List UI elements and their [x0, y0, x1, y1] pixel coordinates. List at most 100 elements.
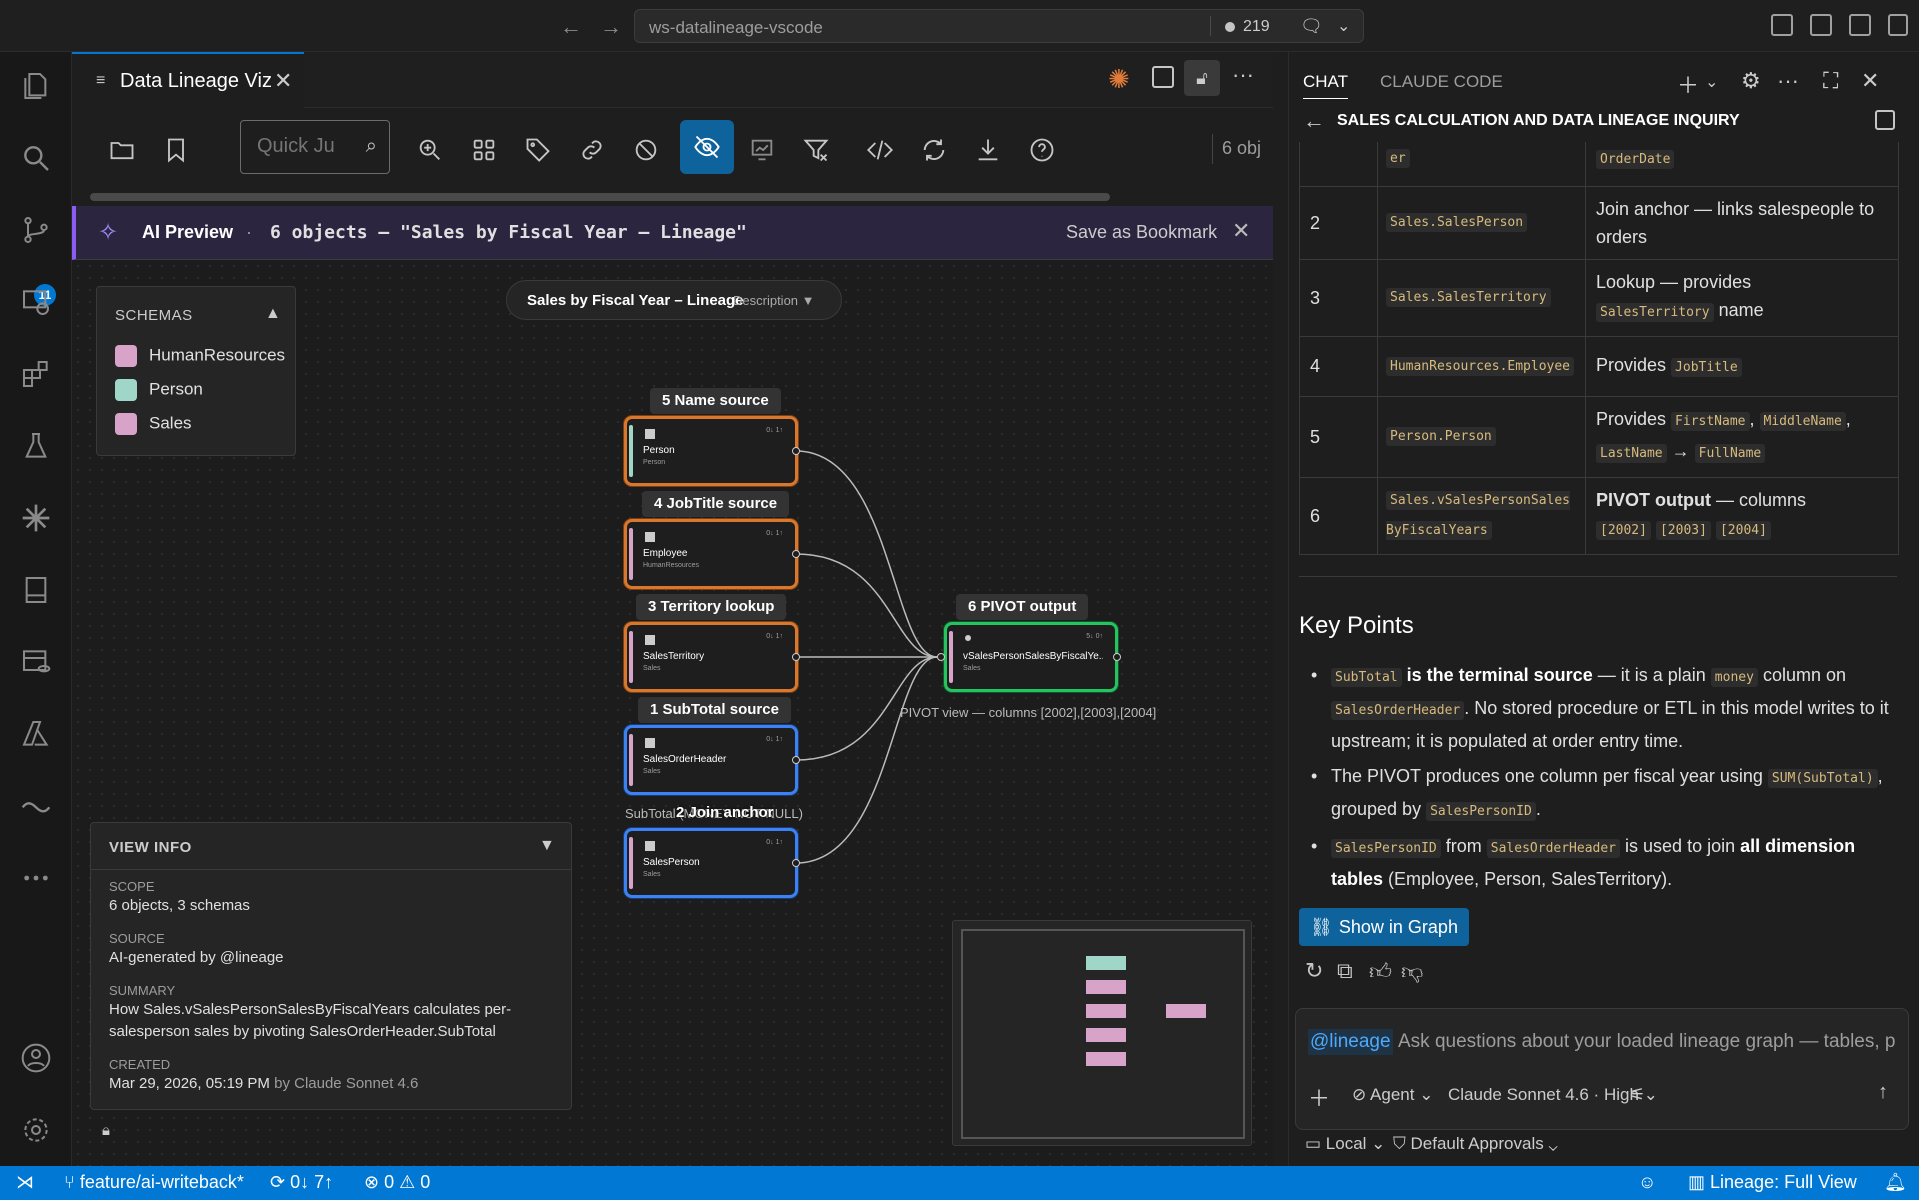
- files-icon[interactable]: [20, 70, 52, 102]
- text: from: [1446, 836, 1482, 856]
- output-port[interactable]: [792, 447, 800, 455]
- more-actions-icon[interactable]: ···: [1777, 68, 1799, 94]
- lock-icon[interactable]: 🔓︎: [1184, 60, 1220, 96]
- toggle-sidebar-icon[interactable]: [1875, 110, 1895, 130]
- model-picker[interactable]: Claude Sonnet 4.6 · High ⌄: [1448, 1085, 1658, 1105]
- download-icon[interactable]: [968, 130, 1008, 170]
- minimap[interactable]: [952, 920, 1252, 1146]
- node-salesterritory[interactable]: SalesTerritory Sales 0↓ 1↑: [624, 622, 798, 692]
- problems-indicator[interactable]: ⊗ 0 ⚠ 0: [364, 1172, 430, 1193]
- database-icon[interactable]: [20, 646, 52, 678]
- toggle-primary-sidebar-icon[interactable]: [1810, 14, 1832, 36]
- back-arrow-icon[interactable]: ←: [1303, 108, 1325, 134]
- source-control-icon[interactable]: [20, 214, 52, 246]
- notifications-icon[interactable]: 🔔︎: [1884, 1172, 1907, 1193]
- lineage-view-indicator[interactable]: ▥ Lineage: Full View: [1688, 1172, 1857, 1193]
- layout-customize-icon[interactable]: [1771, 14, 1793, 36]
- node-salesperson[interactable]: SalesPerson Sales 0↓ 1↑: [624, 828, 798, 898]
- toggle-secondary-sidebar-icon[interactable]: [1888, 14, 1908, 36]
- output-port[interactable]: [792, 550, 800, 558]
- hide-toggle-button[interactable]: [680, 120, 734, 174]
- quick-jump-input[interactable]: [257, 135, 357, 158]
- chat-icon[interactable]: 🗨: [1300, 16, 1323, 37]
- lock-icon[interactable]: 🔒︎: [102, 1122, 124, 1144]
- chevron-down-icon[interactable]: ⌄: [1337, 16, 1350, 36]
- thumbs-down-icon[interactable]: 👎︎: [1401, 958, 1423, 985]
- copilot-icon[interactable]: ☺: [1638, 1172, 1656, 1193]
- refresh-icon[interactable]: [914, 130, 954, 170]
- branch-indicator[interactable]: ⑂ feature/ai-writeback*: [64, 1172, 244, 1193]
- maximize-icon[interactable]: ⛶: [1823, 68, 1838, 94]
- code-icon[interactable]: [860, 130, 900, 170]
- help-icon[interactable]: [1022, 130, 1062, 170]
- extensions-icon[interactable]: [20, 358, 52, 390]
- more-actions-icon[interactable]: ···: [1232, 62, 1254, 88]
- layout-grid-icon[interactable]: [464, 130, 504, 170]
- notebook-icon[interactable]: [20, 574, 52, 606]
- text: (Employee, Person, SalesTerritory).: [1388, 869, 1672, 889]
- close-icon[interactable]: ✕: [274, 68, 292, 94]
- local-picker[interactable]: ▭ Local ⌄: [1305, 1134, 1385, 1154]
- send-icon[interactable]: ↑: [1878, 1081, 1888, 1104]
- horizontal-scrollbar[interactable]: [90, 193, 1110, 201]
- search-icon[interactable]: [20, 142, 52, 174]
- node-employee[interactable]: Employee HumanResources 0↓ 1↑: [624, 519, 798, 589]
- approvals-picker[interactable]: ⛉ Default Approvals ⌄: [1393, 1134, 1558, 1154]
- tag-icon[interactable]: [518, 130, 558, 170]
- clear-filter-icon[interactable]: [796, 130, 836, 170]
- toggle-panel-icon[interactable]: [1849, 14, 1871, 36]
- output-port[interactable]: [1113, 653, 1121, 661]
- account-icon[interactable]: [20, 1042, 52, 1074]
- tab-chat[interactable]: CHAT: [1303, 72, 1348, 99]
- mention-chip[interactable]: @lineage: [1308, 1029, 1393, 1055]
- lineage-canvas[interactable]: SCHEMAS ▲ HumanResources Person Sales Sa…: [72, 260, 1273, 1166]
- bookmark-icon[interactable]: [156, 130, 196, 170]
- claude-spark-icon[interactable]: ✺: [1108, 64, 1130, 95]
- close-icon[interactable]: ✕: [1861, 68, 1879, 94]
- back-arrow-icon[interactable]: ←: [560, 14, 582, 40]
- quick-jump-field[interactable]: ⌕: [240, 120, 390, 174]
- split-editor-icon[interactable]: [1152, 66, 1174, 88]
- tab-claude-code[interactable]: CLAUDE CODE: [1380, 72, 1503, 92]
- trace-chart-icon[interactable]: [742, 130, 782, 170]
- copy-icon[interactable]: ⧉: [1337, 958, 1353, 984]
- open-folder-icon[interactable]: [102, 130, 142, 170]
- output-port[interactable]: [792, 859, 800, 867]
- azure-icon[interactable]: [20, 718, 52, 750]
- output-port[interactable]: [792, 756, 800, 764]
- add-context-icon[interactable]: ＋: [1308, 1081, 1330, 1113]
- output-port[interactable]: [792, 653, 800, 661]
- agent-mode-picker[interactable]: ⊘ Agent ⌄: [1352, 1085, 1433, 1105]
- remote-explorer-icon[interactable]: [20, 286, 52, 318]
- retry-icon[interactable]: ↻: [1305, 958, 1323, 984]
- lineage-table-scroll[interactable]: er OrderDate 2 Sales.SalesPerson Join an…: [1299, 142, 1899, 602]
- node-vsalespersonsalesbyfiscalyears[interactable]: vSalesPersonSalesByFiscalYe... Sales 5↓ …: [944, 622, 1118, 692]
- show-in-graph-button[interactable]: ⛓Show in Graph: [1299, 908, 1469, 946]
- command-center[interactable]: ws-datalineage-vscode 219 🗨 ⌄: [634, 9, 1364, 43]
- save-as-bookmark-button[interactable]: Save as Bookmark: [1066, 222, 1217, 243]
- new-chat-icon[interactable]: ＋: [1677, 68, 1699, 100]
- tools-icon[interactable]: ⚟: [1630, 1085, 1645, 1105]
- testing-icon[interactable]: [20, 430, 52, 462]
- chevron-down-icon[interactable]: ⌄: [1705, 72, 1718, 92]
- link-icon[interactable]: [572, 130, 612, 170]
- node-salesorderheader[interactable]: SalesOrderHeader Sales 0↓ 1↑: [624, 725, 798, 795]
- gear-icon[interactable]: ⚙: [1741, 68, 1761, 94]
- chat-input-placeholder[interactable]: Ask questions about your loaded lineage …: [1398, 1031, 1898, 1053]
- tab-data-lineage-viz[interactable]: ≡ Data Lineage Viz ✕: [72, 52, 304, 108]
- wave-icon[interactable]: [20, 790, 52, 822]
- sync-indicator[interactable]: ⟳ 0↓ 7↑: [270, 1172, 333, 1193]
- more-icon[interactable]: [20, 862, 52, 894]
- input-port[interactable]: [937, 653, 945, 661]
- claude-icon[interactable]: [20, 502, 52, 534]
- collapse-icon[interactable]: ▼: [539, 837, 555, 855]
- node-person[interactable]: Person Person 0↓ 1↑: [624, 416, 798, 486]
- remote-icon[interactable]: ⋊: [16, 1172, 34, 1193]
- forward-arrow-icon[interactable]: →: [600, 14, 622, 40]
- zoom-in-icon[interactable]: [410, 130, 450, 170]
- close-icon[interactable]: ✕: [1232, 218, 1250, 244]
- block-icon[interactable]: [626, 130, 666, 170]
- thumbs-up-icon[interactable]: 👍︎: [1369, 958, 1392, 985]
- chat-input-box[interactable]: @lineage Ask questions about your loaded…: [1295, 1008, 1909, 1130]
- settings-icon[interactable]: [20, 1114, 52, 1146]
